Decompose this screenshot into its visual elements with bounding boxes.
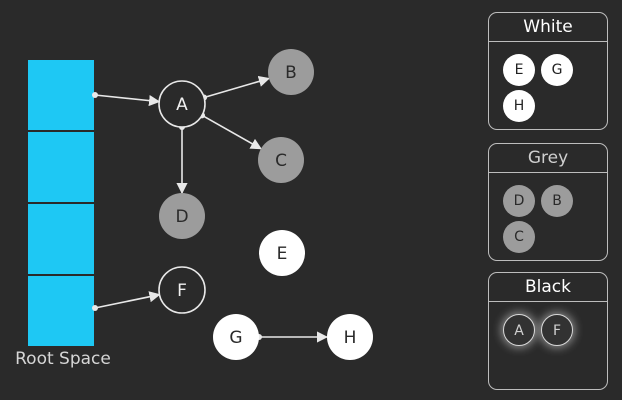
node-label-F: F [177,281,187,301]
node-label-B: B [285,63,297,83]
grey-set-node-C: C [503,221,535,253]
object-nodes: A B C D E F G H [158,49,373,360]
node-H [327,314,373,360]
grey-set-title: Grey [489,144,607,173]
black-set-node-A: A [503,314,535,346]
grey-set-node-B: B [541,185,573,217]
root-slot [26,202,96,276]
node-F [158,266,206,314]
white-set-title: White [489,13,607,42]
white-set-node-E: E [503,54,535,86]
edge-origin-dot [92,305,98,311]
node-G [213,314,259,360]
root-space-stack [26,58,96,348]
node-D [159,193,205,239]
node-A [158,80,206,128]
root-slot [26,274,96,348]
node-label-E: E [277,244,288,264]
white-set-node-G: G [541,54,573,86]
edge-root-0-A [94,94,161,107]
root-slot [26,130,96,204]
edge-root-3-F [94,291,161,309]
node-label-D: D [175,207,188,227]
white-set-node-H: H [503,90,535,122]
node-label-H: H [344,328,357,348]
edge-origin-dot [92,92,98,98]
node-E [259,230,305,276]
reference-edges [92,75,329,343]
root-slot [26,58,96,132]
node-label-C: C [275,151,287,171]
root-space-label: Root Space [15,349,111,369]
grey-set-node-D: D [503,185,535,217]
node-label-G: G [229,328,242,348]
edge-A-C [201,114,262,150]
node-label-A: A [176,95,188,115]
node-B [268,49,314,95]
node-C [258,137,304,183]
black-set-node-F: F [541,314,573,346]
black-set-title: Black [489,273,607,302]
edge-A-B [203,75,271,99]
